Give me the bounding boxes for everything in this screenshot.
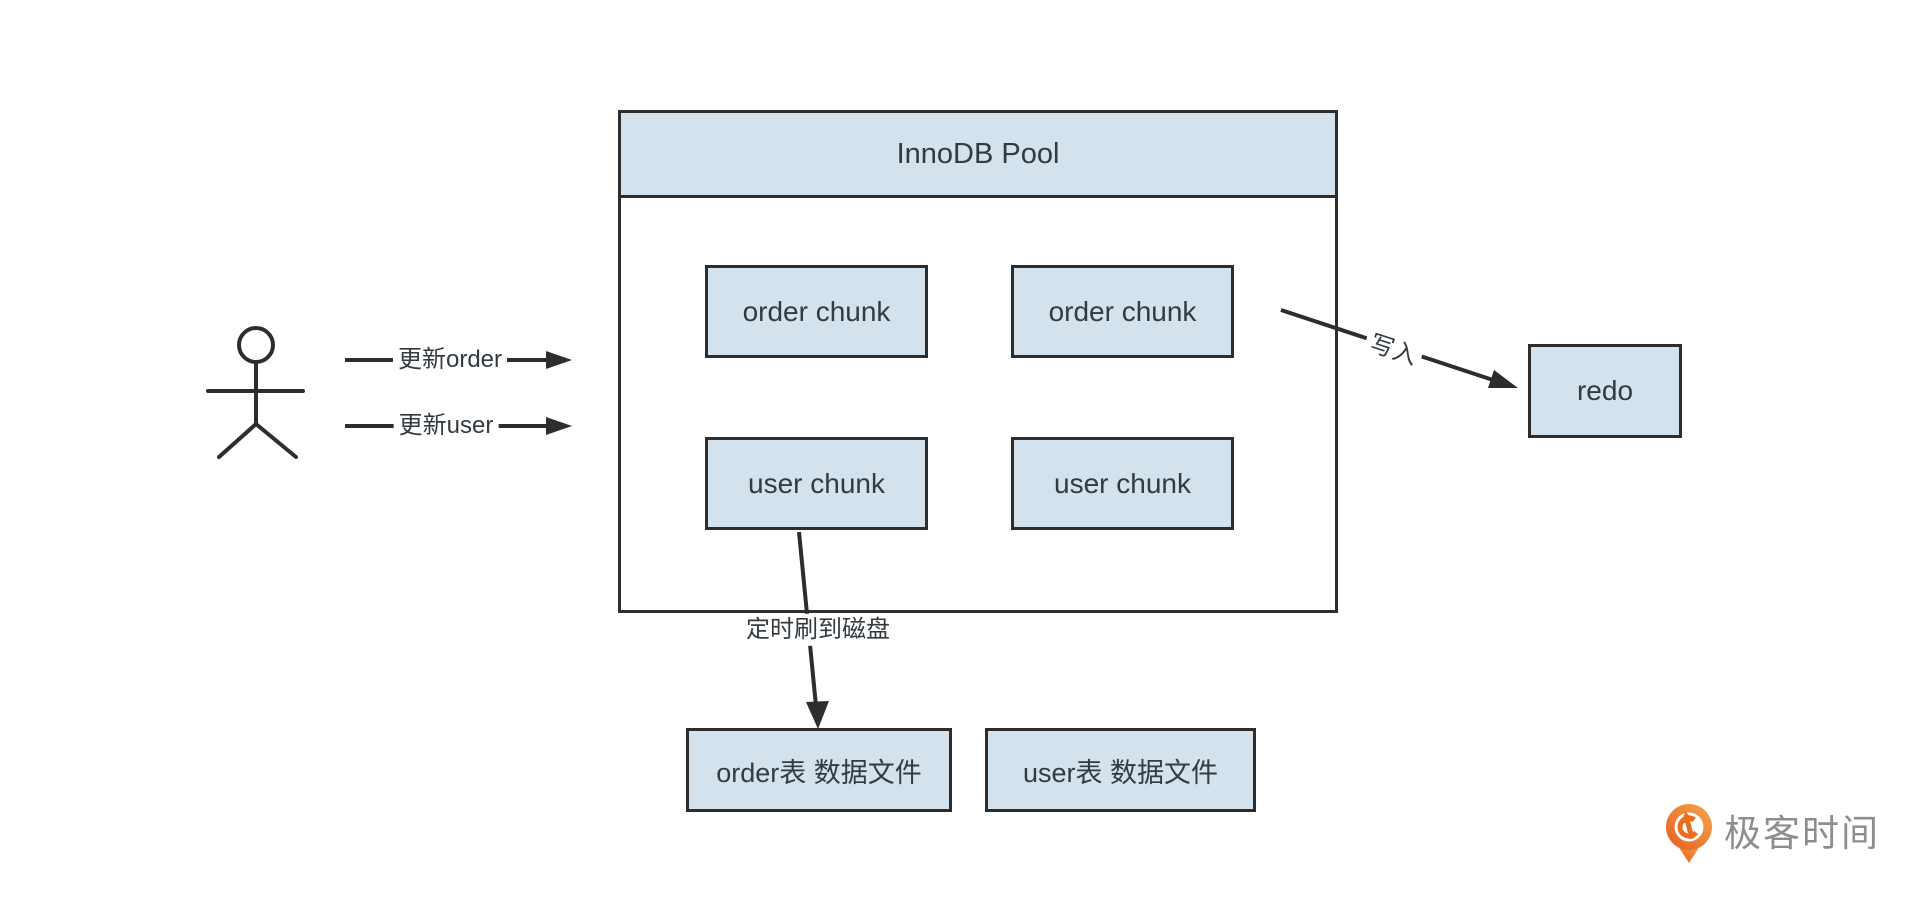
user-chunk-label: user chunk [748, 467, 885, 499]
arrowhead-down-icon [806, 701, 829, 729]
redo-label: redo [1576, 375, 1634, 406]
innodb-pool-header: InnoDB Pool [618, 110, 1338, 198]
order-table-datafile-label: order表 数据文件 [716, 757, 922, 788]
flush-to-disk-arrow-label: 定时刷到磁盘 [741, 613, 895, 647]
arrowhead-right-icon [546, 351, 572, 369]
order-chunk-box-1: order chunk [705, 265, 928, 358]
innodb-pool-title: InnoDB Pool [896, 137, 1060, 170]
user-chunk-label: user chunk [1054, 467, 1191, 499]
user-table-datafile-label: user表 数据文件 [1022, 757, 1219, 788]
user-chunk-box-1: user chunk [705, 437, 928, 530]
user-chunk-box-2: user chunk [1011, 437, 1234, 530]
geektime-pin-icon [1666, 804, 1712, 863]
arrowhead-right-icon [546, 417, 572, 435]
order-chunk-box-2: order chunk [1011, 265, 1234, 358]
order-chunk-label: order chunk [1048, 295, 1197, 327]
arrowhead-right-icon [1488, 370, 1518, 388]
order-table-datafile-box: order表 数据文件 [686, 728, 952, 812]
update-user-arrow-label: 更新user [393, 409, 499, 443]
geektime-logo-text: 极客时间 [1724, 813, 1880, 854]
user-table-datafile-box: user表 数据文件 [985, 728, 1256, 812]
update-order-arrow-label: 更新order [392, 343, 508, 377]
geektime-logo: 极客时间 [1663, 803, 1880, 865]
redo-log-box: redo [1528, 344, 1682, 438]
order-chunk-label: order chunk [742, 295, 891, 327]
person-stick-figure [206, 326, 305, 459]
